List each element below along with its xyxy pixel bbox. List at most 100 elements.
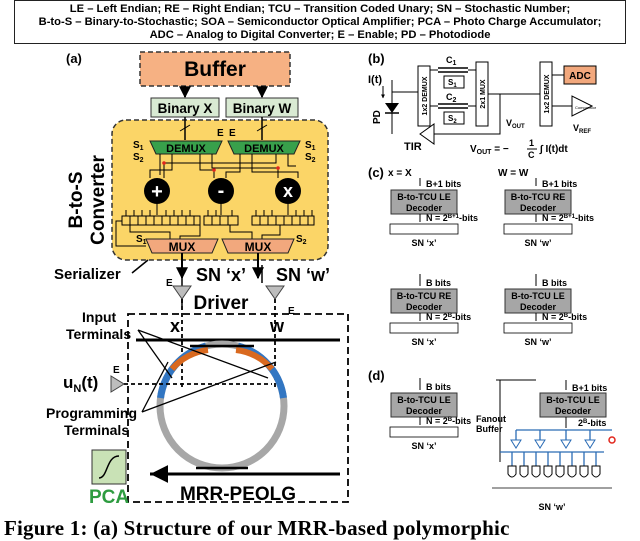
- binary-w-label: Binary W: [233, 101, 292, 116]
- c1-decoder-line2: Decoder: [406, 203, 443, 213]
- photodiode-icon: [385, 103, 399, 113]
- c1-n-bits: N = 2B+1-bits: [426, 213, 478, 223]
- pca-block: [91, 449, 127, 485]
- panel-a-label: (a): [66, 51, 82, 66]
- c2-decoder-line1: B-to-TCU RE: [511, 192, 566, 202]
- d1-decoder-line2: Decoder: [406, 406, 443, 416]
- input-terminals-line2: Terminals: [66, 326, 131, 342]
- mux-select-s1: S1: [136, 234, 147, 246]
- c4-n-bits: N = 2B-bits: [542, 312, 587, 322]
- c2-sn-w: SN ‘w’: [524, 238, 551, 248]
- pd-label: PD: [372, 110, 383, 124]
- d2-sn-w: SN ‘w’: [538, 502, 565, 512]
- d2-bits: B+1 bits: [572, 383, 607, 393]
- driver-label: Driver: [194, 293, 250, 314]
- buffer-label: Buffer: [184, 58, 246, 81]
- subtractor-operator: [208, 178, 234, 204]
- sn-w-label: SN ‘w’: [276, 265, 330, 285]
- comparator-icon: [571, 95, 594, 117]
- red-fanout-marker-icon: [608, 436, 616, 444]
- panel-d: (d) B bits B-to-TCU LE Decoder N = 2B-bi…: [368, 368, 616, 512]
- figure-diagram: (a) Buffer Binary X Binary W B-to-S Conv…: [46, 51, 616, 512]
- switch-s2-label: S2: [448, 114, 457, 125]
- buffer-block: [139, 51, 291, 87]
- red-junction-dots: [162, 161, 280, 172]
- d2-decoder-line2: Decoder: [555, 406, 592, 416]
- adder-operator: [144, 178, 170, 204]
- d1-decoder: [390, 392, 458, 418]
- c3-sn-x: SN ‘x’: [411, 337, 436, 347]
- un-enable: E: [113, 365, 120, 376]
- c2-n-bits: N = 2B+1-bits: [542, 213, 594, 223]
- panel-c-label: (c): [368, 165, 384, 180]
- c3-bits: B bits: [426, 278, 451, 288]
- ring-segment-orange-left: [169, 347, 209, 372]
- c4-decoder: [504, 288, 572, 314]
- select-s2-left: S2: [133, 152, 144, 164]
- switch-s1-label: S1: [448, 78, 457, 89]
- select-s2-right: S2: [305, 152, 316, 164]
- driver-w: [265, 285, 285, 300]
- d1-bits: B bits: [426, 382, 451, 392]
- select-s1-left: S1: [133, 140, 144, 152]
- panel-d-label: (d): [368, 368, 385, 383]
- fanout-line2: Buffer: [476, 424, 503, 434]
- subtractor-symbol: -: [218, 180, 225, 202]
- multiplier-operator: [275, 178, 301, 204]
- c4-decoder-line1: B-to-TCU LE: [511, 291, 565, 301]
- comparator-label: Comparator: [575, 105, 597, 110]
- input-terminals-line1: Input: [82, 309, 117, 325]
- tir-amplifier: [419, 123, 435, 145]
- demux-left-label: DEMUX: [166, 143, 206, 155]
- fanout-buffers: [510, 439, 596, 449]
- multiplier-symbol: x: [283, 181, 293, 201]
- un-driver: [110, 375, 125, 393]
- demux-right-label: DEMUX: [244, 143, 284, 155]
- c3-decoder: [390, 288, 458, 314]
- switch-s2: [443, 111, 465, 125]
- adder-symbol: +: [151, 181, 163, 203]
- legend-line-3: ADC – Analog to Digital Converter; E – E…: [149, 29, 491, 41]
- bts-label-line2: Converter: [88, 155, 109, 245]
- un-t-label: uN(t): [63, 373, 98, 395]
- formula-integral: ∫ I(t)dt: [539, 144, 568, 155]
- d1-decoder-line1: B-to-TCU LE: [397, 395, 451, 405]
- driver-w-enable: E: [288, 306, 295, 317]
- adc-label: ADC: [569, 71, 591, 82]
- demux-left-enable: E: [217, 128, 224, 139]
- c1-sn-x: SN ‘x’: [411, 238, 436, 248]
- c1-decoder-line1: B-to-TCU LE: [397, 192, 451, 202]
- input-w-label: w: [269, 316, 285, 336]
- panel-a: (a) Buffer Binary X Binary W B-to-S Conv…: [46, 51, 349, 508]
- current-it-label: I(t): [368, 74, 382, 86]
- panel-c: (c) x = X B+1 bits B-to-TCU LE Decoder N…: [368, 165, 594, 347]
- c1-x-input: x = X: [388, 168, 412, 179]
- mrr-peolg-label: MRR-PEOLG: [180, 484, 296, 505]
- c1-decoder: [390, 189, 458, 215]
- mrr-peolg-region: [127, 313, 349, 503]
- binary-x-label: Binary X: [158, 101, 213, 116]
- c4-decoder-line2: Decoder: [520, 302, 557, 312]
- input-terminals-pointer-a: [137, 329, 173, 379]
- fanout-buffer-network: [500, 429, 612, 466]
- driver-x: [172, 285, 192, 300]
- demux-1x2-left-label: 1x2 DEMUX: [422, 76, 429, 115]
- formula-denominator: C: [528, 150, 535, 160]
- programming-pointer-a: [141, 361, 169, 413]
- c4-tcu-register: [503, 322, 573, 334]
- abbreviation-legend: LE – Left Endian; RE – Right Endian; TCU…: [14, 0, 626, 44]
- legend-line-1: LE – Left Endian; RE – Right Endian; TCU…: [69, 3, 571, 15]
- driver-x-enable: E: [166, 278, 173, 289]
- legend-line-2: B-to-S – Binary-to-Stochastic; SOA – Sem…: [38, 16, 602, 28]
- input-terminals-pointer-b: [137, 329, 269, 379]
- programming-terminals-line1: Programming: [46, 405, 137, 421]
- demux-1x2-left: [417, 65, 431, 127]
- c4-sn-w: SN ‘w’: [524, 337, 551, 347]
- programming-terminals-line2: Terminals: [64, 422, 129, 438]
- mux-right: [221, 238, 295, 254]
- demux-1x2-right-label: 1x2 DEMUX: [544, 74, 551, 113]
- demux-to-operator-wires: [149, 154, 299, 178]
- c2-tcu-register: [503, 223, 573, 235]
- c1-bits: B+1 bits: [426, 179, 461, 189]
- mux-left-label: MUX: [169, 240, 196, 254]
